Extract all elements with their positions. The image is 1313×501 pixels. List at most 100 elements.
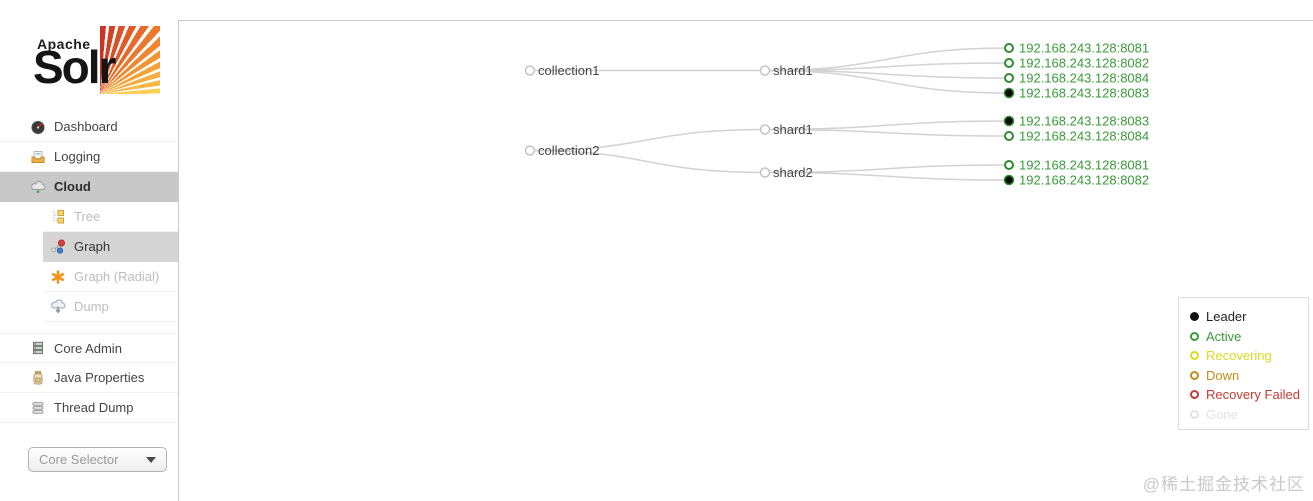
recovery-failed-ring-icon [1190,390,1199,400]
graph-node-collection2: collection2 [524,143,599,158]
legend-item-down: Down [1190,366,1308,386]
replica-active-circle [1004,73,1014,83]
replica-leader-circle [1003,115,1015,127]
shard-node-circle [759,124,771,135]
jar-icon [30,370,46,386]
logo-solr-text: Solr [33,41,116,93]
graph-node-collection1: collection1 [524,63,599,78]
legend-item-recovery-failed: Recovery Failed [1190,385,1308,405]
legend-label: Gone [1206,406,1238,422]
recovering-ring-icon [1190,351,1199,361]
sidebar-item-graph[interactable]: Graph [43,232,178,262]
sidebar-item-label: Java Properties [54,370,145,385]
sidebar-item-label: Logging [54,149,101,164]
graph-replica-node: 192.168.243.128:8084 [1004,71,1149,86]
down-ring-icon [1190,370,1199,380]
graph-replica-node: 192.168.243.128:8083 [1003,114,1149,129]
graph-replica-node: 192.168.243.128:8084 [1004,129,1149,144]
replica-active-circle [1004,160,1014,170]
sidebar-item-tree[interactable]: Tree [43,202,178,232]
sidebar-item-label: Thread Dump [54,400,134,415]
collection-node-circle [524,65,536,76]
sidebar-item-thread-dump[interactable]: Thread Dump [0,393,178,423]
replica-leader-circle [1003,87,1015,99]
legend-item-leader: Leader [1190,307,1308,327]
sidebar-item-label: Dashboard [54,119,118,134]
collection-node-label: collection2 [538,143,599,158]
replica-host-label: 192.168.243.128:8082 [1019,56,1149,71]
leader-dot-icon [1190,312,1199,322]
cloud-graph-panel: collection1 shard1 192.168.243.128:8081 … [178,20,1313,501]
sidebar-item-core-admin[interactable]: Core Admin [0,333,178,363]
sidebar-menu: Dashboard Logging Cloud Tre [0,112,178,423]
cloud-icon [30,179,46,195]
gone-ring-icon [1190,409,1199,419]
replica-leader-circle [1003,174,1015,186]
graph-replica-node: 192.168.243.128:8081 [1004,41,1149,56]
sidebar-item-cloud[interactable]: Cloud [0,172,178,202]
cloud-download-icon [50,298,66,315]
graph-nodes-icon [50,239,66,255]
shard-node-label: shard2 [773,165,813,180]
logo-apache-text: Apache [37,36,91,52]
sidebar-item-label: Graph [74,239,111,254]
legend-label: Recovering [1206,348,1272,364]
sidebar-item-logging[interactable]: Logging [0,142,178,172]
collection-node-circle [524,145,536,156]
layers-icon [30,400,46,416]
sidebar-item-java-properties[interactable]: Java Properties [0,363,178,393]
sidebar-item-label: Dump [74,299,109,314]
cloud-submenu: Tree Graph Graph (Radial) [0,202,178,322]
sidebar-item-label: Core Admin [54,340,122,356]
solr-logo[interactable]: Apache Solr [0,0,178,112]
graph-node-collection2-shard1: shard1 [759,122,813,137]
graph-replica-node: 192.168.243.128:8081 [1004,158,1149,173]
cloud-graph-svg: collection1 shard1 192.168.243.128:8081 … [524,41,1149,188]
logging-tray-icon [30,149,46,165]
legend-label: Active [1206,328,1242,344]
watermark-text: @稀土掘金技术社区 [1142,475,1305,494]
replica-active-circle [1004,131,1014,141]
legend-label: Recovery Failed [1206,387,1300,403]
graph-legend: Leader Active Recovering Down Recovery F… [1178,297,1309,430]
sidebar-item-label: Graph (Radial) [74,269,160,284]
dashboard-gauge-icon [30,119,46,135]
tree-icon [50,209,66,225]
shard-node-circle [759,65,771,76]
graph-replica-node: 192.168.243.128:8082 [1004,56,1149,71]
graph-replica-node: 192.168.243.128:8083 [1003,86,1149,101]
replica-active-circle [1004,58,1014,68]
shard-node-circle [759,167,771,178]
collection-node-label: collection1 [538,63,599,78]
database-stack-icon [30,340,46,356]
replica-host-label: 192.168.243.128:8084 [1019,129,1149,144]
sidebar-item-dump[interactable]: Dump [43,292,178,322]
replica-host-label: 192.168.243.128:8081 [1019,158,1149,173]
graph-node-collection2-shard2: shard2 [759,165,813,180]
sidebar-item-graph-radial[interactable]: Graph (Radial) [43,262,178,292]
shard-node-label: shard1 [773,63,813,78]
legend-item-gone: Gone [1190,405,1308,425]
legend-label: Down [1206,367,1240,383]
replica-host-label: 192.168.243.128:8084 [1019,71,1149,86]
core-selector-label: Core Selector [39,452,119,467]
solr-sunburst-icon [100,26,160,94]
sidebar-item-dashboard[interactable]: Dashboard [0,112,178,142]
graph-edges [529,47,1010,181]
legend-item-recovering: Recovering [1190,346,1308,366]
sidebar-item-label: Tree [74,209,101,224]
core-selector-dropdown[interactable]: Core Selector [28,447,167,472]
shard-node-label: shard1 [773,122,813,137]
sidebar: Apache Solr Dashboard Logging Clou [0,0,178,501]
graph-node-collection1-shard1: shard1 [759,63,813,78]
replica-host-label: 192.168.243.128:8082 [1019,173,1149,188]
replica-host-label: 192.168.243.128:8081 [1019,41,1149,56]
active-ring-icon [1190,331,1199,341]
sidebar-item-label: Cloud [54,179,91,194]
replica-active-circle [1004,43,1014,53]
asterisk-icon [50,269,66,285]
graph-replica-node: 192.168.243.128:8082 [1003,173,1149,188]
replica-host-label: 192.168.243.128:8083 [1019,86,1149,101]
legend-label: Leader [1206,309,1247,325]
replica-host-label: 192.168.243.128:8083 [1019,114,1149,129]
